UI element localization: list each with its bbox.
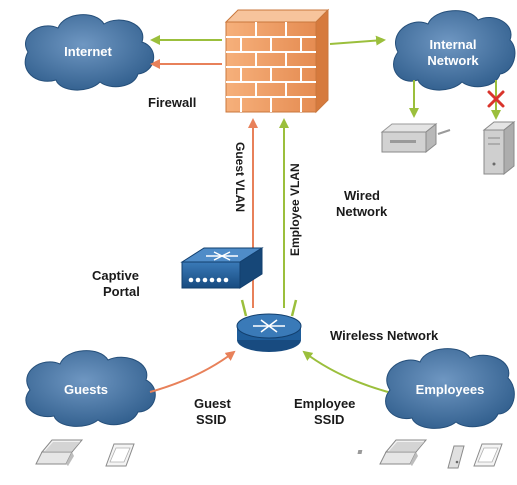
server-icon: [482, 120, 516, 176]
wireless-router-icon: [236, 299, 302, 352]
internal-network-cloud: Internal Network: [393, 10, 516, 91]
wired-network-label-line2: Network: [336, 204, 388, 219]
employee-ssid-label-line2: SSID: [314, 412, 344, 427]
employee-tablet-icon: [473, 443, 503, 467]
captive-portal-appliance-icon: [180, 247, 264, 289]
internet-label: Internet: [64, 44, 112, 59]
employee-ssid-label-line1: Employee: [294, 396, 355, 411]
employee-vlan-label: Employee VLAN: [288, 163, 302, 256]
guest-ssid-label-line1: Guest: [194, 396, 232, 411]
employees-cloud: Employees: [385, 348, 515, 429]
printer-icon: [380, 122, 451, 154]
guests-label: Guests: [64, 382, 108, 397]
internal-network-label-line2: Network: [427, 53, 479, 68]
arrow-employee-ssid: [302, 350, 389, 393]
captive-portal-label-line1: Captive: [92, 268, 139, 283]
arrow-firewall-to-internal-network: [329, 35, 386, 46]
captive-portal-label-line2: Portal: [103, 284, 140, 299]
guests-cloud: Guests: [25, 350, 156, 427]
employee-phone-icon: [357, 445, 465, 469]
guest-vlan-label: Guest VLAN: [233, 142, 247, 212]
wired-network-label-line1: Wired: [344, 188, 380, 203]
employees-label: Employees: [416, 382, 485, 397]
wireless-network-label: Wireless Network: [330, 328, 439, 343]
guest-tablet-icon: [105, 443, 135, 467]
employee-laptop-icon: [379, 439, 428, 466]
arrow-guest-ssid: [149, 350, 236, 393]
firewall-icon: [224, 8, 330, 114]
internal-network-label-line1: Internal: [430, 37, 477, 52]
firewall-label: Firewall: [148, 95, 196, 110]
guest-laptop-icon: [35, 439, 84, 466]
internet-cloud: Internet: [24, 14, 154, 91]
blocked-x-icon: [487, 90, 505, 108]
guest-ssid-label-line2: SSID: [196, 412, 226, 427]
